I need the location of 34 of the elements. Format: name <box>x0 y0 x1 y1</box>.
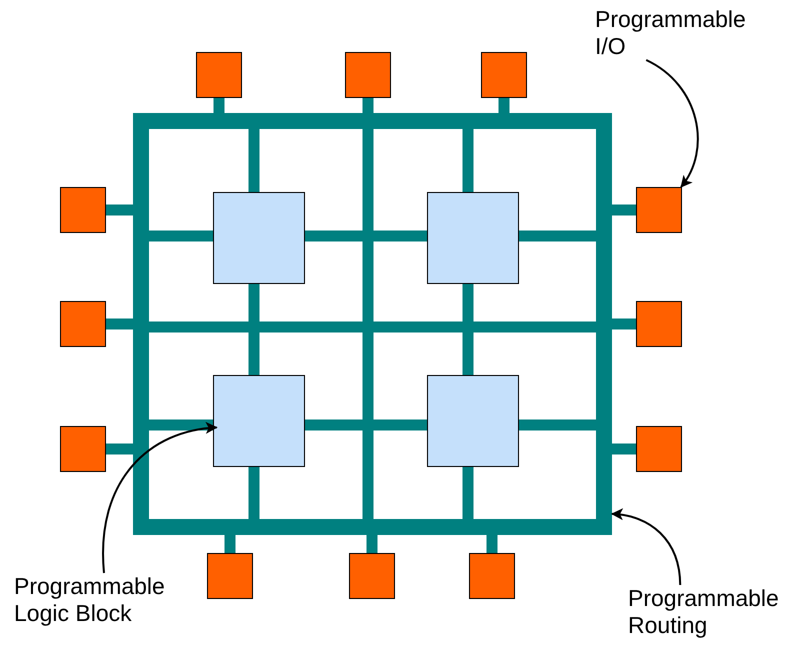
routing-wire <box>224 535 236 553</box>
routing-wire <box>366 535 378 553</box>
logic-block <box>213 192 305 284</box>
callout-text: Programmable I/O <box>595 6 755 60</box>
io-pad <box>349 553 395 599</box>
callout-text: Programmable Logic Block <box>14 573 214 627</box>
io-pad <box>636 301 682 347</box>
logic-block <box>213 375 305 467</box>
leader-line <box>646 59 699 188</box>
routing-wire <box>498 98 510 113</box>
routing-wire <box>106 204 133 216</box>
leader-line <box>611 508 682 586</box>
io-pad <box>636 426 682 472</box>
routing-wire <box>612 318 636 330</box>
logic-block <box>427 375 519 467</box>
routing-wire <box>106 444 133 454</box>
io-pad <box>345 52 391 98</box>
routing-wire <box>612 204 636 216</box>
io-pad <box>60 301 106 347</box>
io-pad <box>196 52 242 98</box>
io-pad <box>60 426 106 472</box>
routing-wire <box>612 444 636 454</box>
routing-wire <box>486 535 498 553</box>
callout-text: Programmable Routing <box>628 585 808 639</box>
routing-wire <box>362 98 374 113</box>
io-pad <box>60 187 106 233</box>
io-pad <box>207 553 253 599</box>
leader-line <box>102 422 218 574</box>
io-pad <box>481 52 527 98</box>
routing-wire <box>106 318 133 330</box>
logic-block <box>427 192 519 284</box>
io-pad <box>469 553 515 599</box>
io-pad <box>636 187 682 233</box>
routing-wire <box>214 98 224 113</box>
